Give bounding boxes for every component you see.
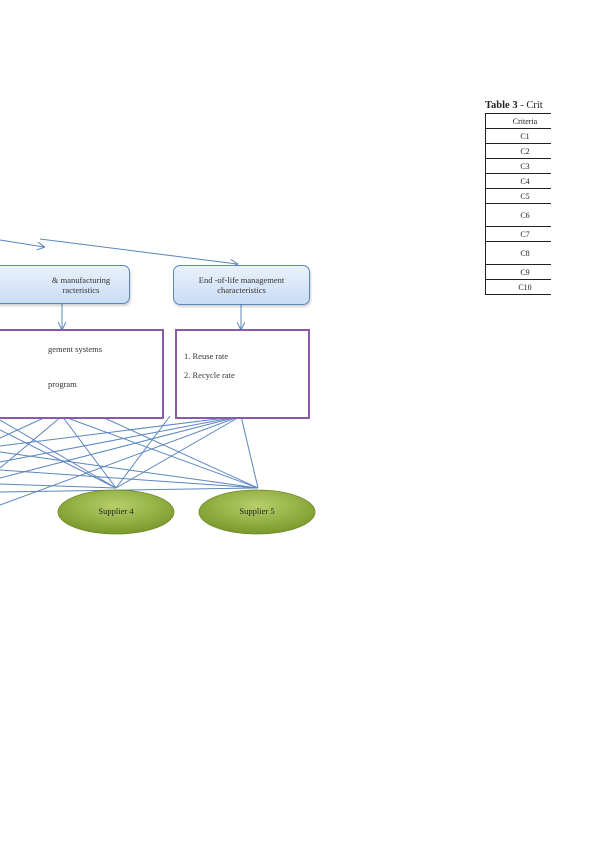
table-row: C1	[485, 128, 551, 144]
table-row: C7	[485, 226, 551, 242]
criteria-list-end-of-life: 1. Reuse rate 2. Recycle rate	[175, 329, 310, 419]
table-cell: C7	[485, 226, 551, 242]
link-right-to-s5	[240, 415, 259, 489]
table-row: C10	[485, 279, 551, 295]
criteria-table-grid: Criteria C1 C2 C3 C4 C5 C6 C7 C8 C9 C10	[485, 113, 551, 295]
table-cell: C10	[485, 279, 551, 295]
table-header-row: Criteria	[485, 113, 551, 129]
table-cell: C2	[485, 143, 551, 159]
table-cell: C6	[485, 203, 551, 227]
table-header-criteria: Criteria	[485, 113, 551, 129]
link-right-to-edge-a	[0, 415, 242, 447]
criteria-table: Table 3 - Crit Criteria C1 C2 C3 C4 C5 C…	[485, 99, 551, 303]
table-row: C9	[485, 264, 551, 280]
table-cell: C3	[485, 158, 551, 174]
category-label-end-of-life: End -of-life management characteristics	[198, 275, 285, 295]
table-cell: C1	[485, 128, 551, 144]
table-cell: C5	[485, 188, 551, 204]
link-edge-to-s5-c	[0, 487, 259, 493]
link-edge-to-s4-b	[0, 483, 117, 489]
criteria-item-reuse-rate: 1. Reuse rate	[184, 351, 229, 361]
criteria-list-manufacturing: gement systems program	[0, 329, 164, 419]
link-right-to-left-edge	[0, 415, 242, 506]
arrow-to-right-category	[39, 238, 237, 264]
supplier-5-label: Supplier 5	[239, 506, 275, 516]
table-caption-text: - Crit	[517, 100, 543, 111]
supplier-4-label: Supplier 4	[98, 506, 134, 516]
supplier-4-node: Supplier 4	[56, 487, 176, 535]
category-box-manufacturing: & manufacturing racteristics	[0, 265, 130, 304]
category-label-manufacturing: & manufacturing racteristics	[51, 274, 111, 295]
criteria-item-1: gement systems	[48, 344, 103, 354]
link-right-to-edge-c	[0, 415, 242, 479]
link-edge-to-s4-a	[0, 429, 117, 489]
table-row: C4	[485, 173, 551, 189]
link-s5-to-mid	[99, 415, 259, 489]
table-cell: C9	[485, 264, 551, 280]
table-row: C2	[485, 143, 551, 159]
table-row: C8	[485, 241, 551, 265]
link-edge-to-s5-b	[0, 469, 259, 489]
supplier-5-node: Supplier 5	[197, 487, 317, 535]
table-row: C3	[485, 158, 551, 174]
table-cell: C8	[485, 241, 551, 265]
table-caption-number: Table 3	[485, 100, 518, 111]
criteria-item-recycle-rate: 2. Recycle rate	[184, 370, 235, 380]
criteria-item-2: program	[48, 379, 77, 389]
link-left-to-s5	[61, 415, 259, 489]
table-row: C5	[485, 188, 551, 204]
table-caption: Table 3 - Crit	[485, 99, 543, 113]
table-cell: C4	[485, 173, 551, 189]
arrow-to-left-category	[0, 239, 44, 247]
link-left-to-edge-b	[0, 415, 49, 439]
table-row: C6	[485, 203, 551, 227]
link-right-to-edge-b	[0, 415, 242, 463]
category-box-end-of-life: End -of-life management characteristics	[173, 265, 310, 305]
link-s4-to-edge-d	[0, 419, 117, 489]
link-left-to-s4	[61, 415, 117, 489]
